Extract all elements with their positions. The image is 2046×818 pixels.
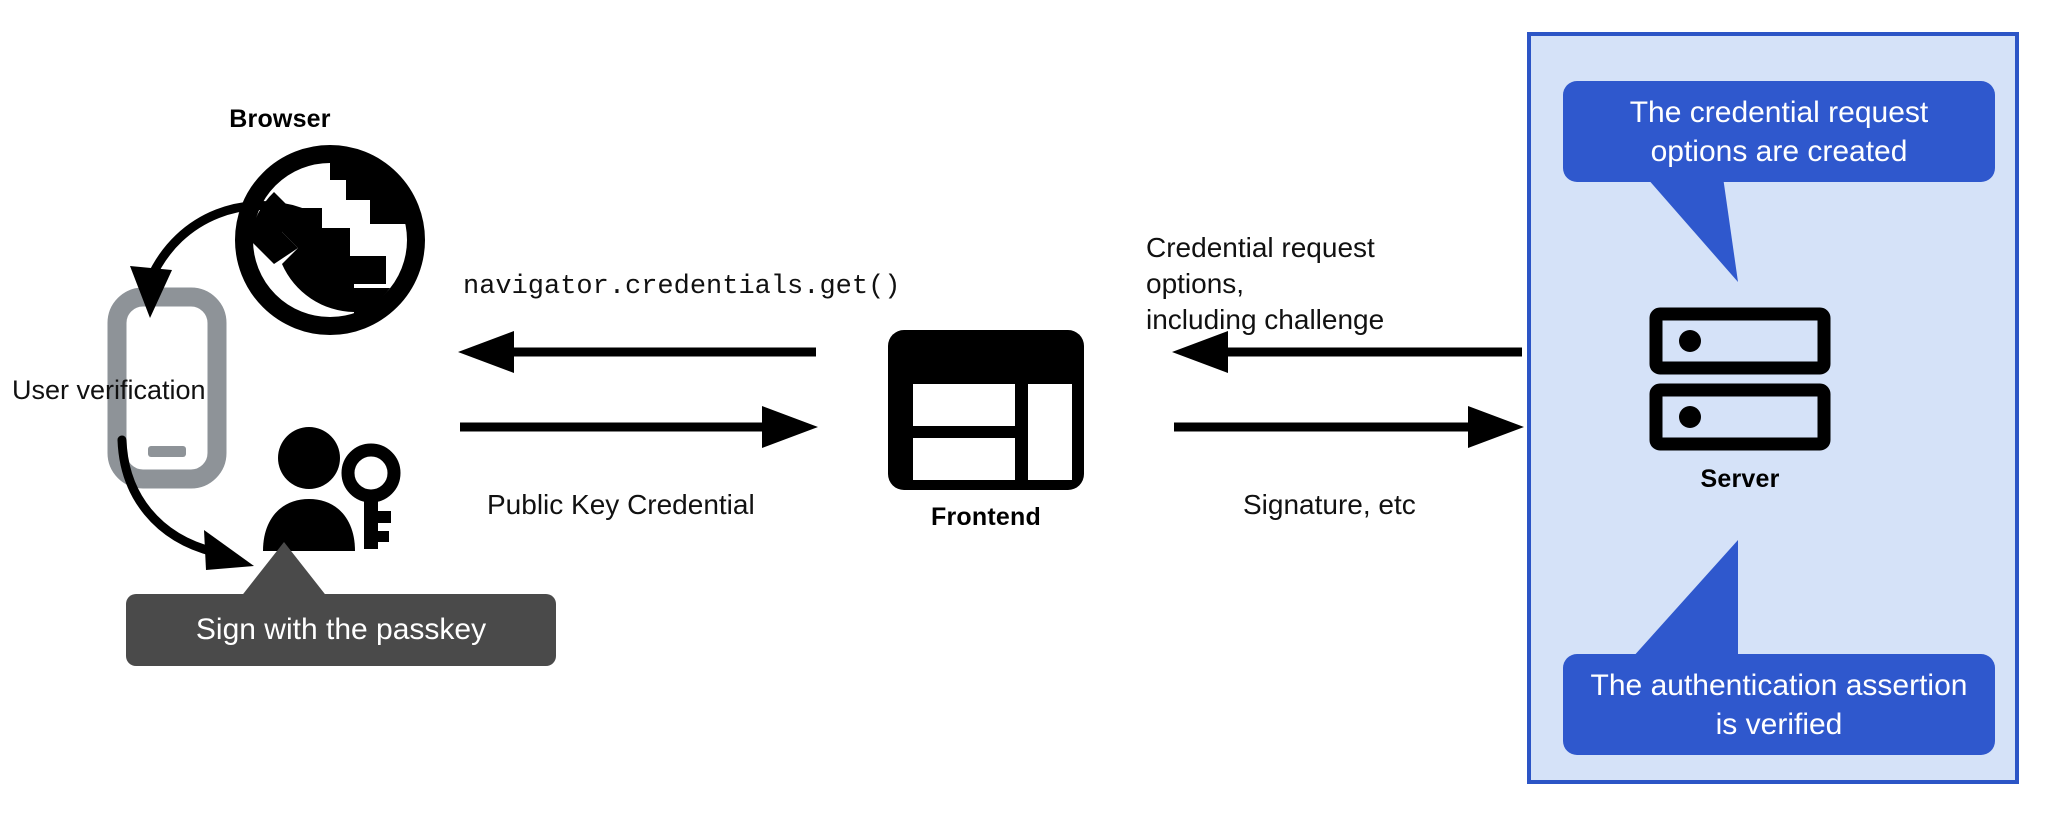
server-to-frontend-arrow: [1172, 331, 1524, 373]
smartphone-icon: [107, 287, 227, 489]
frontend-label: Frontend: [931, 503, 1041, 531]
passkey-tooltip: Sign with the passkey: [126, 594, 556, 666]
server-callout-top: The credential request options are creat…: [1563, 81, 1995, 182]
server-racks-icon: [1649, 307, 1831, 451]
browser-label: Browser: [229, 105, 331, 133]
phone-to-user-arrow: [108, 430, 288, 580]
frontend-to-server-arrow: [1172, 406, 1524, 448]
passkey-tooltip-tail: [200, 540, 330, 600]
browser-to-phone-arrow: [100, 190, 320, 350]
public-key-credential-label: Public Key Credential: [487, 489, 755, 520]
signature-etc-label: Signature, etc: [1243, 489, 1416, 520]
browser-to-frontend-arrow: [458, 406, 818, 448]
user-verification-label: User verification: [12, 375, 206, 405]
server-callout-bottom: The authentication assertion is verified: [1563, 654, 1995, 755]
server-label: Server: [1700, 465, 1780, 493]
credential-request-options-label: Credential request options, including ch…: [1146, 230, 1476, 337]
server-callout-top-tail: [1630, 170, 1860, 290]
credential-request-options-line1: Credential request options,: [1146, 232, 1375, 299]
credential-request-options-line2: including challenge: [1146, 303, 1385, 335]
globe-icon: [230, 140, 430, 340]
person-with-key-icon: [255, 425, 405, 560]
server-callout-bottom-tail: [1620, 540, 1850, 660]
frontend-to-browser-arrow: [458, 331, 818, 373]
navigator-credentials-get-label: navigator.credentials.get(): [463, 272, 901, 302]
web-layout-icon: [888, 330, 1084, 490]
